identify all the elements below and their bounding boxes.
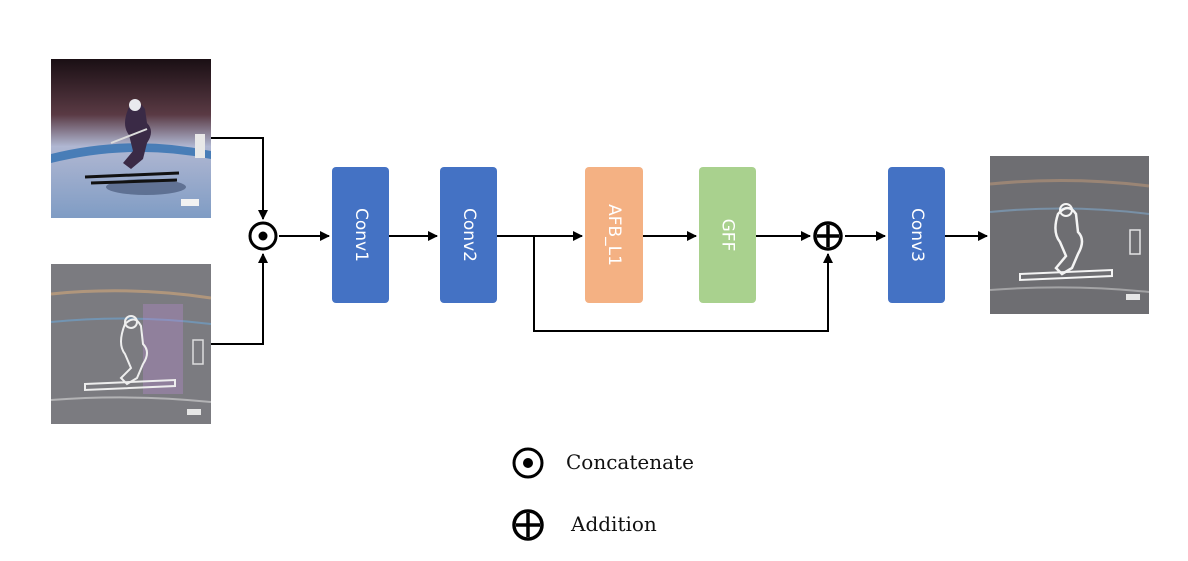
conv3-block: Conv3 <box>888 167 945 303</box>
gff-block: GFF <box>699 167 756 303</box>
conv2-label: Conv2 <box>458 208 479 262</box>
gff-label: GFF <box>717 218 738 252</box>
input-rgb-image <box>51 59 211 218</box>
concatenate-operator-icon <box>248 221 278 251</box>
legend-concatenate-icon <box>512 447 544 479</box>
legend-addition-icon <box>512 509 544 541</box>
conv1-block: Conv1 <box>332 167 389 303</box>
legend-addition-label: Addition <box>571 512 657 536</box>
addition-operator-icon <box>813 221 843 251</box>
conv2-block: Conv2 <box>440 167 497 303</box>
input-event-image <box>51 264 211 424</box>
afb-label: AFB_L1 <box>604 204 625 266</box>
afb-block: AFB_L1 <box>585 167 643 303</box>
output-image <box>990 156 1149 314</box>
legend-concatenate-label: Concatenate <box>566 450 694 474</box>
conv3-label: Conv3 <box>906 208 927 262</box>
conv1-label: Conv1 <box>350 208 371 262</box>
